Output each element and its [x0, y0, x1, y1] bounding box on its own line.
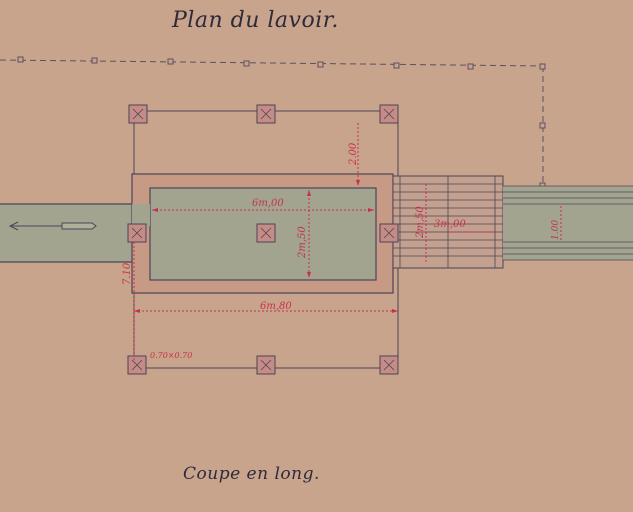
dim-overall-width: 7.10	[122, 262, 133, 285]
dimension-lines	[133, 123, 562, 360]
post	[379, 355, 399, 375]
post	[127, 223, 147, 243]
drawing-subtitle: Coupe en long.	[183, 464, 320, 484]
outlet-channel	[392, 175, 633, 269]
dim-basin-width: 2m,50	[297, 226, 308, 259]
post	[128, 104, 148, 124]
dimension-arrows	[134, 180, 398, 313]
dim-channel-length: 3m,00	[434, 219, 466, 230]
dim-basin-length: 6m,00	[252, 198, 284, 209]
post	[256, 355, 276, 375]
inlet-channel	[0, 203, 138, 263]
dim-overall-length: 6m,80	[260, 301, 292, 312]
flow-arrow-icon	[8, 221, 97, 231]
drawing-title: Plan du lavoir.	[172, 8, 339, 33]
post	[379, 104, 399, 124]
property-boundary	[0, 56, 546, 189]
post	[127, 355, 147, 375]
posts	[127, 104, 399, 375]
dim-outlet-width: 1.00	[551, 220, 561, 240]
post	[256, 104, 276, 124]
post	[256, 223, 276, 243]
dim-channel-width: 2m,50	[415, 206, 426, 239]
dim-roof-overhang: 2.00	[348, 142, 359, 166]
post	[379, 223, 399, 243]
dim-post-section: 0.70×0.70	[150, 351, 192, 360]
